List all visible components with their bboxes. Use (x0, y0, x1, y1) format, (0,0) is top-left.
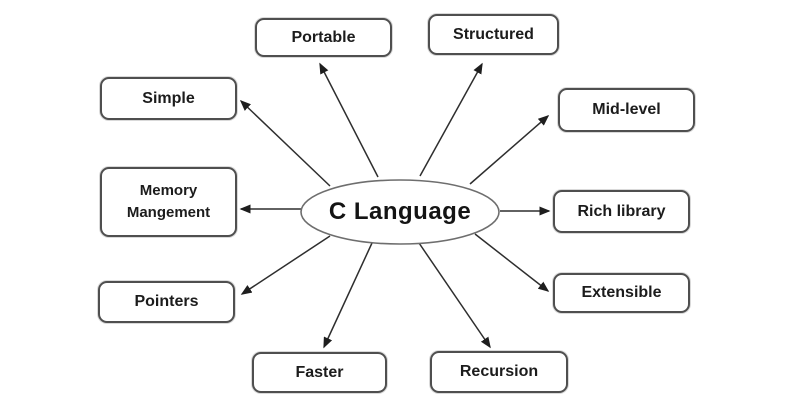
arrow-to-recursion (418, 242, 491, 349)
arrow-to-extensible (474, 233, 550, 292)
arrow-to-portable (319, 62, 379, 178)
node-rich-library: Rich library (553, 190, 690, 233)
node-label: Mid-level (592, 101, 661, 119)
center-ellipse (300, 179, 500, 245)
node-label: Memory Mangement (126, 182, 211, 221)
node-label: Simple (142, 89, 195, 107)
arrow-to-structured (419, 62, 483, 177)
node-label: Extensible (581, 284, 662, 302)
node-label: Rich library (577, 202, 666, 220)
node-structured: Structured (428, 14, 559, 55)
node-label: Structured (453, 25, 534, 43)
node-label: Pointers (134, 293, 199, 311)
node-faster: Faster (252, 352, 387, 393)
node-label: Portable (291, 28, 356, 46)
node-label: Recursion (459, 363, 539, 381)
arrow-to-faster (323, 242, 373, 349)
node-portable: Portable (255, 18, 392, 57)
center-label: C Language (328, 198, 472, 225)
node-recursion: Recursion (430, 351, 568, 393)
node-extensible: Extensible (553, 273, 690, 313)
arrow-to-pointers (240, 235, 331, 295)
node-label: Faster (295, 363, 344, 381)
arrow-to-simple (239, 99, 331, 187)
node-pointers: Pointers (98, 281, 235, 323)
node-memory-mangement: Memory Mangement (100, 167, 237, 237)
arrow-to-mid-level (469, 115, 550, 185)
node-mid-level: Mid-level (558, 88, 695, 132)
node-simple: Simple (100, 77, 237, 120)
